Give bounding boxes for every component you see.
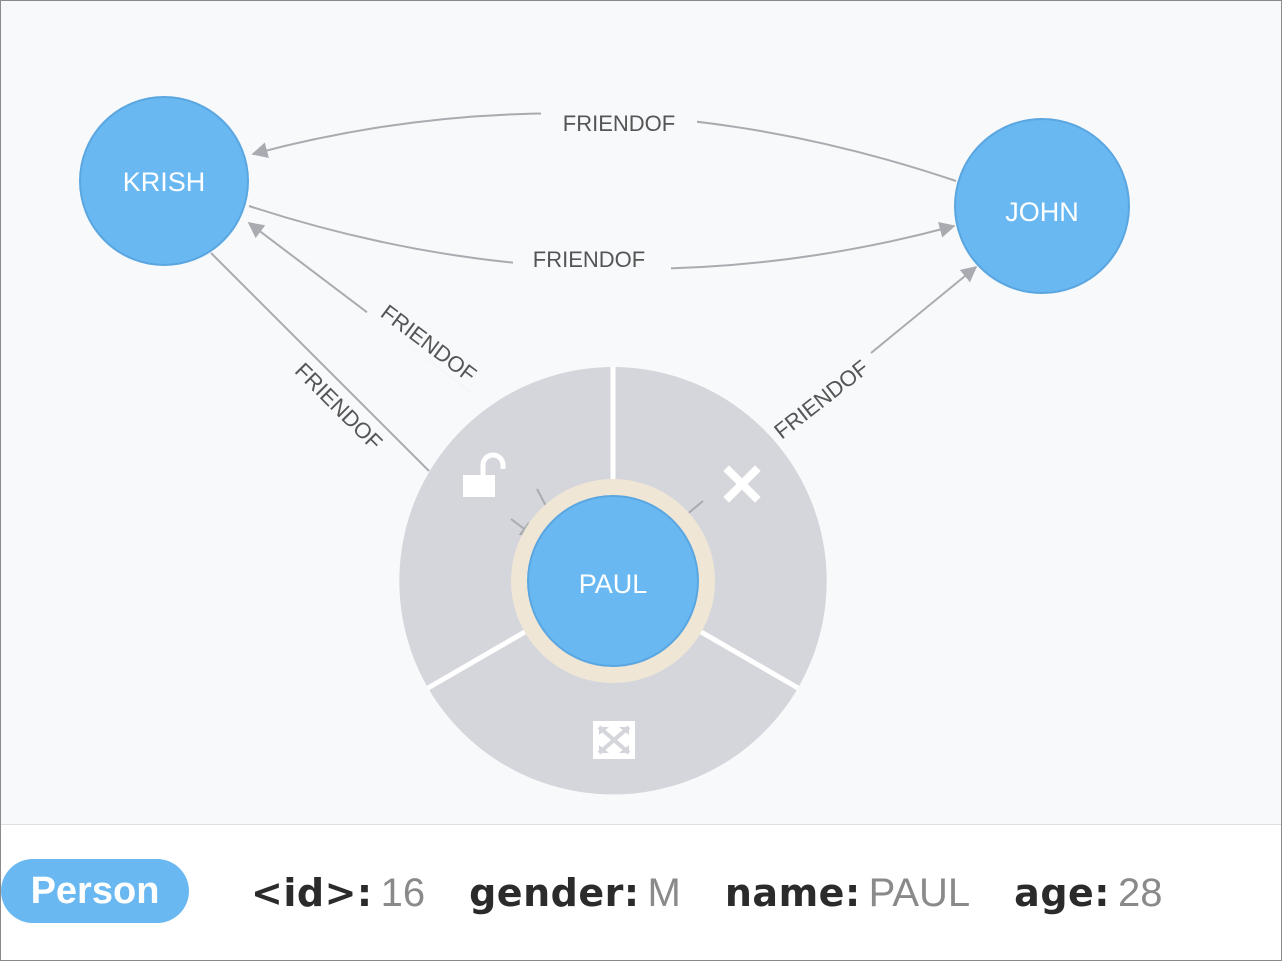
close-icon[interactable] xyxy=(723,465,761,503)
node-paul[interactable]: PAUL xyxy=(511,479,715,683)
property-value: PAUL xyxy=(868,870,971,915)
expand-icon[interactable] xyxy=(593,721,635,759)
menu-segment-expand[interactable] xyxy=(428,581,798,795)
property-key: <id>: xyxy=(251,870,373,915)
property-value: 28 xyxy=(1117,870,1163,915)
property-id: <id>: 16 xyxy=(251,871,425,916)
property-key: name: xyxy=(724,870,861,915)
node-caption: PAUL xyxy=(579,569,648,599)
relationship-john-krish[interactable]: FRIENDOF xyxy=(251,107,957,182)
node-caption: JOHN xyxy=(1005,197,1079,227)
property-name: name: PAUL xyxy=(725,871,970,916)
relationship-label: FRIENDOF xyxy=(376,300,481,388)
property-age: age: 28 xyxy=(1014,871,1162,916)
relationship-label: FRIENDOF xyxy=(533,247,645,272)
property-value: 16 xyxy=(380,870,426,915)
property-gender: gender: M xyxy=(469,871,681,916)
graph-svg[interactable]: FRIENDOF FRIENDOF FRIENDOF xyxy=(1,1,1281,823)
inspector-bar: Person <id>: 16 gender: M name: PAUL age… xyxy=(1,825,1281,960)
relationship-label: FRIENDOF xyxy=(769,355,873,444)
property-key: gender: xyxy=(469,870,640,915)
node-caption: KRISH xyxy=(123,167,206,197)
relationship-label: FRIENDOF xyxy=(290,358,387,455)
property-list: <id>: 16 gender: M name: PAUL age: 28 xyxy=(251,865,1162,921)
label-badge-person[interactable]: Person xyxy=(1,859,189,923)
node-context-menu xyxy=(399,367,827,795)
property-value: M xyxy=(647,870,681,915)
graph-canvas[interactable]: FRIENDOF FRIENDOF FRIENDOF xyxy=(1,1,1281,823)
relationship-label: FRIENDOF xyxy=(563,111,675,136)
node-krish[interactable]: KRISH xyxy=(79,96,249,266)
unlock-icon[interactable] xyxy=(463,452,506,497)
property-key: age: xyxy=(1014,870,1110,915)
node-john[interactable]: JOHN xyxy=(954,118,1130,294)
relationship-krish-john[interactable]: FRIENDOF xyxy=(248,205,956,275)
divider xyxy=(1,824,1281,825)
